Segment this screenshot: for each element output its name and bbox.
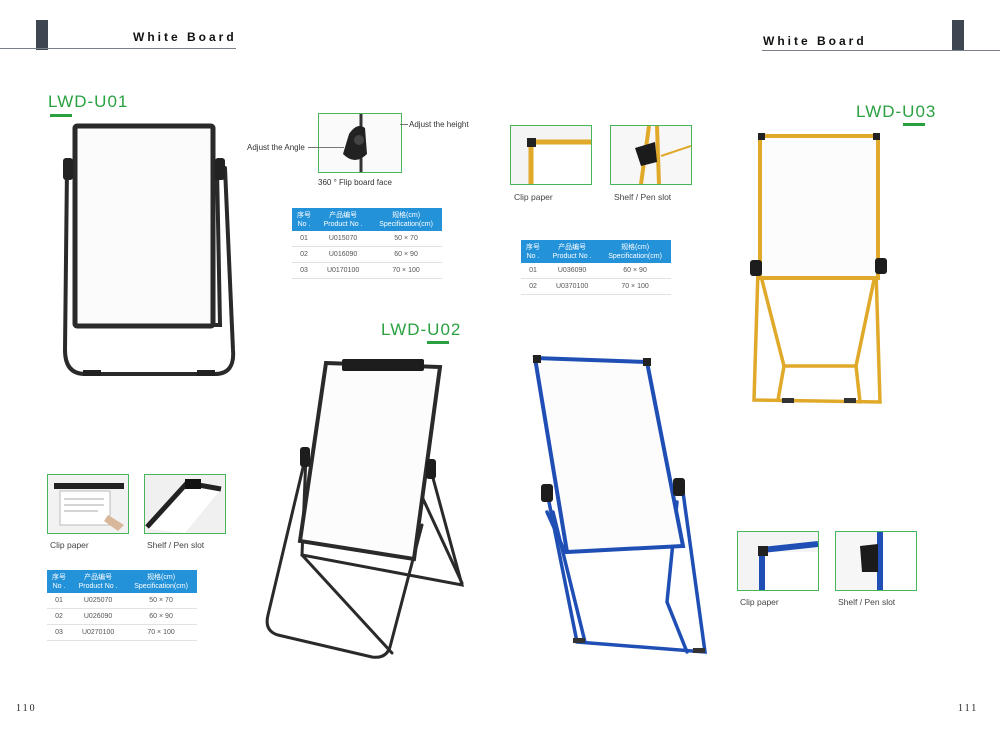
table-header-spec: 规格(cm)Specification(cm) — [125, 570, 197, 593]
header-title-left: White Board — [133, 30, 237, 44]
header-tab-left — [36, 20, 48, 50]
model-underline-u02 — [427, 341, 449, 344]
product-image-u02 — [262, 355, 467, 661]
page-number-left: 110 — [16, 703, 37, 714]
detail-photo-shelf-blue — [835, 531, 917, 591]
caption-clip-paper-u02: Clip paper — [50, 540, 89, 550]
model-title-u03: LWD-U03 — [856, 102, 937, 121]
model-underline-u03 — [903, 123, 925, 126]
product-image-blue-board — [527, 352, 712, 658]
page-number-right: 111 — [958, 703, 979, 714]
caption-clip-paper-u03: Clip paper — [514, 192, 553, 202]
header-tab-right — [952, 20, 964, 50]
model-title-u02: LWD-U02 — [381, 320, 462, 339]
caption-shelf-u02: Shelf / Pen slot — [147, 540, 205, 550]
header-rule-left — [0, 48, 236, 49]
header-rule-right — [762, 50, 1000, 51]
detail-photo-shelf-u02 — [144, 474, 226, 534]
detail-photo-clip-paper-blue — [737, 531, 819, 591]
callout-line-angle — [308, 147, 344, 148]
table-header-spec: 规格(cm)Specification(cm) — [370, 208, 442, 231]
callout-adjust-height: Adjust the height — [409, 120, 469, 129]
callout-line-height — [400, 124, 408, 125]
model-underline-u01 — [50, 114, 72, 117]
detail-photo-clip-paper-u02 — [47, 474, 129, 534]
detail-photo-clip-paper-u03 — [510, 125, 592, 185]
detail-photo-shelf-u03 — [610, 125, 692, 185]
product-image-u03 — [748, 130, 890, 408]
table-header-spec: 规格(cm)Specification(cm) — [599, 240, 671, 263]
callout-adjust-angle: Adjust the Angle — [247, 143, 305, 152]
caption-shelf-u03: Shelf / Pen slot — [614, 192, 672, 202]
detail-photo-height-adjust — [318, 113, 402, 173]
caption-shelf-blue: Shelf / Pen slot — [838, 597, 896, 607]
product-image-u01 — [55, 120, 245, 382]
callout-flip-face: 360 ° Flip board face — [318, 178, 392, 187]
model-title-u01: LWD-U01 — [48, 92, 129, 111]
header-title-right: White Board — [763, 34, 867, 48]
caption-clip-paper-blue: Clip paper — [740, 597, 779, 607]
